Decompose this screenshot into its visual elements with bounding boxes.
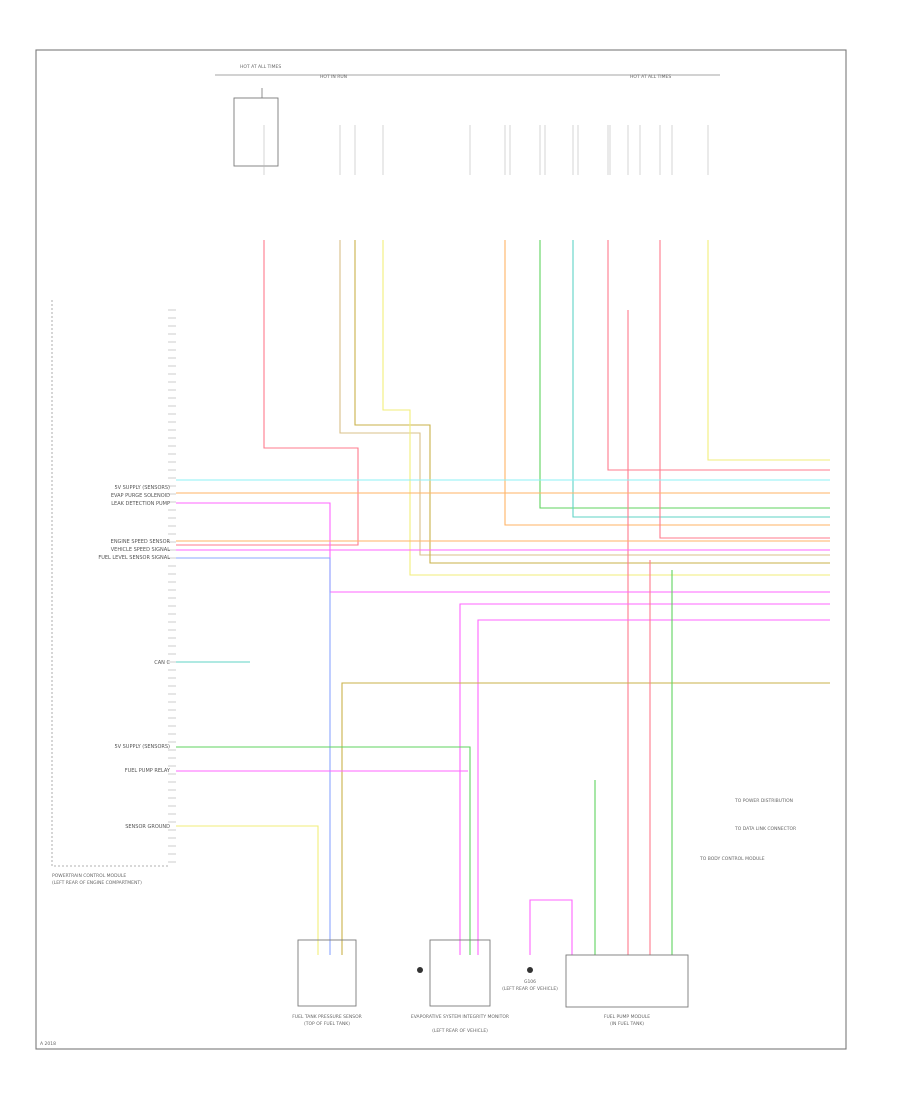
component-sub: (TOP OF FUEL TANK): [304, 1021, 350, 1027]
component-label: EVAPORATIVE SYSTEM INTEGRITY MONITOR: [411, 1014, 509, 1020]
wire-green: [176, 746, 471, 955]
pcm-name: POWERTRAIN CONTROL MODULE: [52, 873, 126, 879]
wire-red: [659, 240, 830, 539]
component-sub: (IN FUEL TANK): [610, 1021, 644, 1027]
wire-red: [607, 240, 830, 471]
pcm-pin-ticks: [168, 309, 176, 863]
outer-frame: [35, 49, 847, 1050]
component-label: FUEL TANK PRESSURE SENSOR: [292, 1014, 362, 1020]
right-note: TO BODY CONTROL MODULE: [699, 856, 765, 862]
wire-yellow: [707, 240, 830, 461]
pcm-sub: (LEFT REAR OF ENGINE COMPARTMENT): [52, 880, 142, 886]
pcm-label: LEAK DETECTION PUMP: [111, 501, 170, 507]
wire-blue: [176, 557, 331, 955]
pcm-label: 5V SUPPLY (SENSORS): [114, 744, 170, 750]
pcm-label: 5V SUPPLY (SENSORS): [114, 485, 170, 491]
component-sub: (LEFT REAR OF VEHICLE): [432, 1028, 488, 1034]
pcm-label: CAN C: [154, 660, 170, 666]
pcm-label: ENGINE SPEED SENSOR: [111, 539, 171, 545]
pcm-left-labels: 5V SUPPLY (SENSORS) EVAP PURGE SOLENOID …: [98, 485, 171, 830]
component-label: G106: [524, 979, 536, 985]
top-label-mid: HOT IN RUN: [320, 74, 347, 80]
wire-teal: [572, 240, 830, 518]
right-note: TO POWER DISTRIBUTION: [734, 798, 793, 804]
top-label-left: HOT AT ALL TIMES: [240, 64, 281, 70]
wire-group: [176, 125, 830, 955]
top-label-right: HOT AT ALL TIMES: [630, 74, 671, 80]
right-note: TO DATA LINK CONNECTOR: [734, 826, 796, 832]
wire-orange: [504, 240, 830, 526]
wire-green: [539, 240, 830, 509]
wire-pink: [477, 619, 830, 955]
ground-symbol: [417, 967, 423, 973]
esim-box: [429, 939, 491, 1007]
pcm-label: SENSOR GROUND: [125, 824, 170, 830]
fuel-tank-pressure-sensor-box: [297, 939, 357, 1007]
wire-olive: [354, 240, 830, 564]
wire-pink: [529, 899, 573, 955]
fuel-pump-module-box: [565, 954, 689, 1008]
footer-code: A 2018: [40, 1041, 56, 1047]
wire-olive: [341, 682, 830, 955]
wire-tan: [339, 240, 830, 556]
pcm-label: EVAP PURGE SOLENOID: [111, 493, 170, 499]
wire-pink: [459, 603, 830, 955]
pcm-label: FUEL PUMP RELAY: [125, 768, 171, 774]
pcm-outline: [51, 300, 168, 867]
pcm-label: VEHICLE SPEED SIGNAL: [111, 547, 170, 553]
fuse-block: [233, 97, 279, 167]
wire-yellow: [176, 825, 319, 955]
wire-pink: [176, 502, 830, 593]
ground-symbol-g106: [527, 967, 533, 973]
pcm-label: FUEL LEVEL SENSOR SIGNAL: [98, 555, 170, 561]
wire-red: [176, 240, 359, 546]
component-label: FUEL PUMP MODULE: [604, 1014, 650, 1020]
wire-yellow: [382, 240, 830, 576]
component-sub: (LEFT REAR OF VEHICLE): [502, 986, 558, 992]
